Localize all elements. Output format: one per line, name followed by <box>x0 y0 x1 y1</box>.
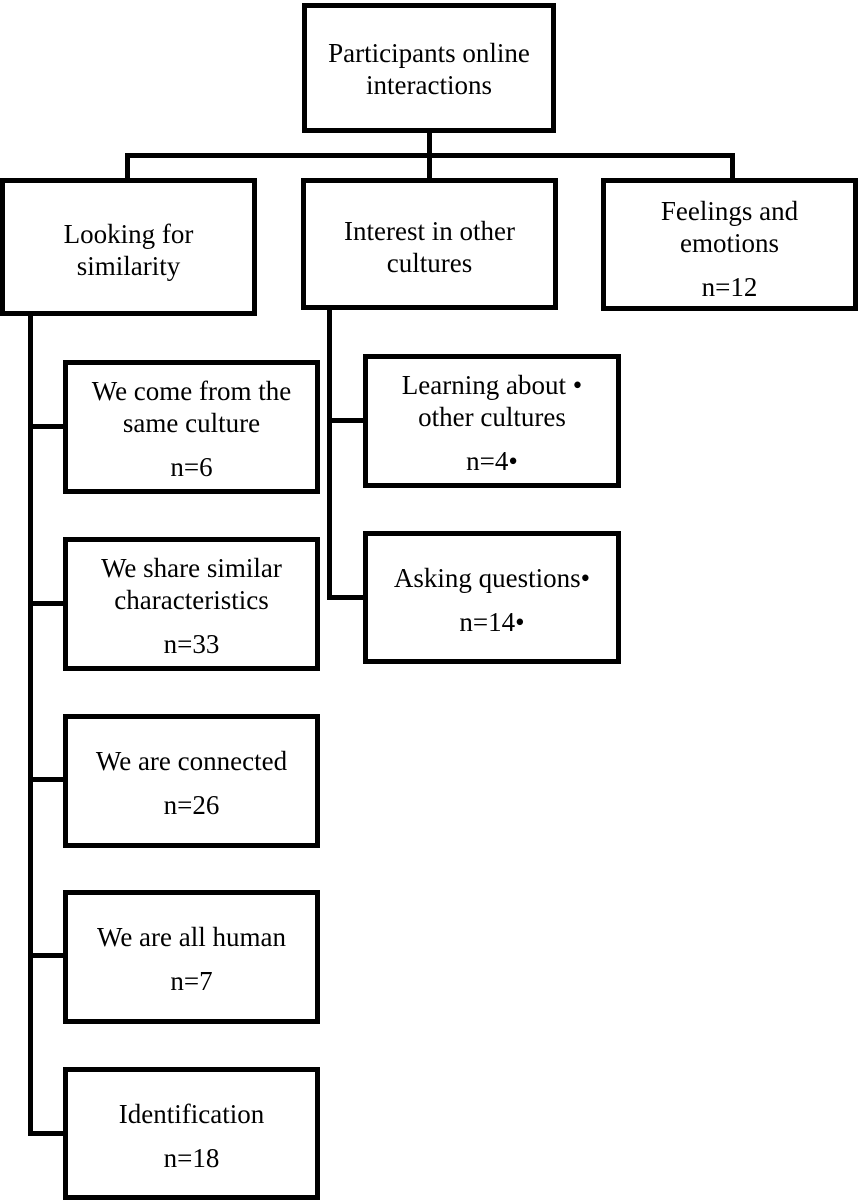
subcategory-connected: We are connected n=26 <box>63 714 320 848</box>
subcategory-all-human: We are all human n=7 <box>63 890 320 1024</box>
root-node: Participants online interactions <box>302 3 556 133</box>
connector-similarity-branch-2 <box>28 601 68 606</box>
subcategory-same-culture: We come from the same culture n=6 <box>63 360 320 494</box>
subcategory-count: n=33 <box>163 629 220 659</box>
connector-similarity-branch-5 <box>28 1131 68 1136</box>
category-looking-for-similarity: Looking for similarity <box>0 178 257 316</box>
category-label-line-2: similarity <box>76 251 181 281</box>
subcategory-similar-characteristics: We share similar characteristics n=33 <box>63 537 320 671</box>
category-label-line-1: Feelings and <box>660 196 799 226</box>
subcategory-label-line-1: Identification <box>118 1099 265 1129</box>
connector-similarity-branch-4 <box>28 953 68 958</box>
connector-interest-branch-2 <box>327 595 367 600</box>
subcategory-count: n=7 <box>170 966 213 996</box>
subcategory-count: n=14• <box>459 607 525 637</box>
root-title-line-1: Participants online <box>328 38 530 68</box>
subcategory-label-line-2: other cultures <box>418 402 566 432</box>
subcategory-count: n=4• <box>466 446 518 476</box>
subcategory-learning-about-cultures: Learning about • other cultures n=4• <box>363 354 621 488</box>
category-label-line-1: Interest in other <box>344 216 515 246</box>
subcategory-label-line-1: Asking questions• <box>393 563 591 593</box>
connector-similarity-trunk <box>28 312 33 1136</box>
connector-to-feelings <box>730 153 735 183</box>
root-title-line-2: interactions <box>366 70 492 100</box>
category-count: n=12 <box>701 272 758 302</box>
category-label-line-1: Looking for <box>63 219 194 249</box>
subcategory-label-line-2: same culture <box>122 408 261 438</box>
subcategory-asking-questions: Asking questions• n=14• <box>363 531 621 664</box>
connector-interest-branch-1 <box>327 418 367 423</box>
connector-to-similarity <box>125 153 130 183</box>
category-label-line-2: emotions <box>680 228 779 258</box>
subcategory-identification: Identification n=18 <box>63 1067 320 1200</box>
category-interest-in-other-cultures: Interest in other cultures <box>301 178 558 310</box>
subcategory-count: n=18 <box>163 1143 220 1173</box>
category-label-line-2: cultures <box>386 248 473 278</box>
subcategory-label-line-1: We share similar <box>101 553 282 583</box>
subcategory-label-line-2: characteristics <box>114 585 269 615</box>
subcategory-label-line-1: Learning about • <box>401 370 583 400</box>
subcategory-count: n=6 <box>170 452 213 482</box>
connector-to-interest <box>427 153 432 183</box>
subcategory-label-line-1: We are all human <box>97 922 286 952</box>
connector-similarity-branch-1 <box>28 424 68 429</box>
subcategory-count: n=26 <box>163 790 220 820</box>
category-feelings-and-emotions: Feelings and emotions n=12 <box>601 178 858 311</box>
connector-root-down <box>427 128 432 158</box>
subcategory-label-line-1: We are connected <box>95 746 288 776</box>
connector-interest-trunk <box>327 307 332 600</box>
connector-similarity-branch-3 <box>28 777 68 782</box>
subcategory-label-line-1: We come from the <box>91 376 292 406</box>
